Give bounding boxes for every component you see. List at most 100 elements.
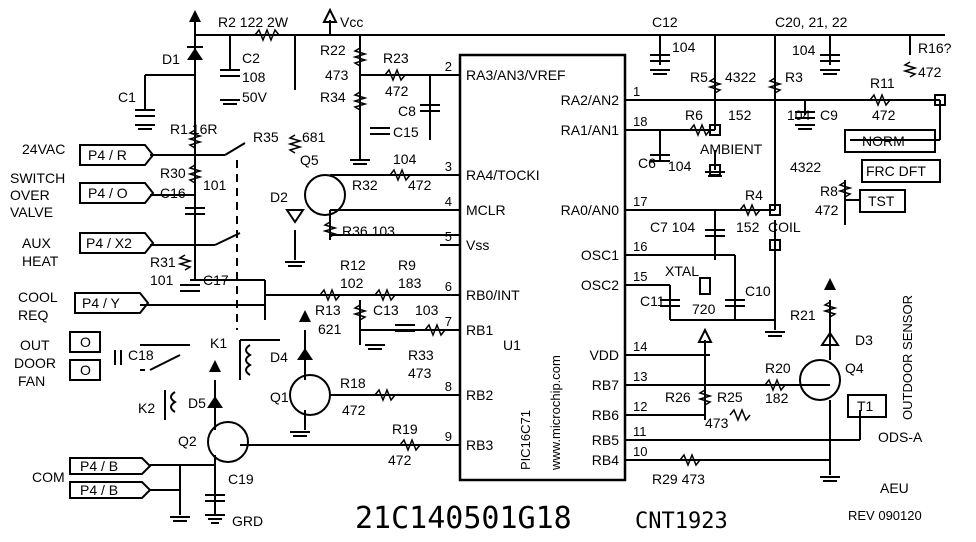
ic-manufacturer: www.microchip.com <box>548 355 563 471</box>
diode-d2 <box>285 209 305 224</box>
label-r22-value: 473 <box>325 67 349 83</box>
label-r3: R3 <box>785 69 803 85</box>
label-c15: C15 <box>393 124 419 140</box>
label-d3: D3 <box>855 332 873 348</box>
button-tst: TST <box>868 193 895 209</box>
label-c17: C17 <box>203 272 229 288</box>
label-r13: R13 <box>315 302 341 318</box>
label-out: OUT <box>20 337 50 353</box>
label-door: DOOR <box>14 355 56 371</box>
ic-pin-label: MCLR <box>466 202 506 218</box>
label-q5: Q5 <box>300 152 319 168</box>
label-c6-value: 104 <box>668 158 692 174</box>
ic-pin-label: RB5 <box>592 432 619 448</box>
ic-pin-number: 10 <box>633 444 647 459</box>
diode-d1 <box>187 48 203 60</box>
ic-pin-label: RB6 <box>592 407 619 423</box>
label-over: OVER <box>10 187 50 203</box>
transistor-q1 <box>289 374 331 416</box>
label-r11-value: 472 <box>872 107 896 123</box>
label-d5: D5 <box>188 395 206 411</box>
ic-pin-label: RA2/AN2 <box>561 92 620 108</box>
label-c8: C8 <box>398 103 416 119</box>
label-r23: R23 <box>383 50 409 66</box>
label-c2-value: 108 <box>242 69 266 85</box>
label-fan: FAN <box>18 373 45 389</box>
ic-pin-label: RA1/AN1 <box>561 122 620 138</box>
label-vcc: Vcc <box>340 14 363 30</box>
label-r35-value: 681 <box>302 129 326 145</box>
label-r30: R30 <box>160 165 186 181</box>
ic-pin-label: RB1 <box>466 322 493 338</box>
ic-pin-number: 16 <box>633 239 647 254</box>
label-cool: COOL <box>18 289 58 305</box>
ic-pin-labels: 2RA3/AN3/VREF3RA4/TOCKI4MCLR5Vss6RB0/INT… <box>445 59 648 468</box>
label-r11: R11 <box>870 75 895 91</box>
label-r4: R4 <box>745 187 763 203</box>
ic-pin-number: 5 <box>445 229 452 244</box>
wires <box>140 18 945 515</box>
label-r9-value: 183 <box>398 275 422 291</box>
labels: R2 122 2W Vcc C12 C20, 21, 22 R16? 472 D… <box>10 14 952 536</box>
ic-pin-label: RB0/INT <box>466 287 520 303</box>
label-q4: Q4 <box>845 360 864 376</box>
label-r26: R26 <box>665 389 691 405</box>
label-r8-value: 472 <box>815 202 839 218</box>
label-c13-value: 103 <box>415 302 439 318</box>
label-r2: R2 122 2W <box>218 14 289 30</box>
label-r12-value: 102 <box>340 275 364 291</box>
label-xtal: XTAL <box>665 263 699 279</box>
label-r9: R9 <box>398 257 416 273</box>
ic-pin-number: 18 <box>633 114 647 129</box>
label-c20-value: 104 <box>792 42 816 58</box>
label-cnt: CNT1923 <box>635 509 728 534</box>
label-com: COM <box>32 469 65 485</box>
diode-d5 <box>207 396 223 408</box>
transistor-q2 <box>207 421 249 463</box>
label-c16: C16 <box>160 185 186 201</box>
label-r5: R5 <box>690 69 708 85</box>
relay-coil-k1 <box>245 344 252 376</box>
diode-d4 <box>297 348 313 360</box>
crystal-xtal <box>699 277 711 295</box>
label-r22: R22 <box>320 42 346 58</box>
label-r32-value: 472 <box>408 177 432 193</box>
ic-pin-number: 4 <box>445 194 452 209</box>
label-c1: C1 <box>118 89 136 105</box>
board-part-number: 21C140501G18 <box>355 501 572 536</box>
connector-shapes <box>69 129 941 499</box>
ic-pin-number: 6 <box>445 279 452 294</box>
label-r20-value: 182 <box>765 390 789 406</box>
label-c12: C12 <box>652 14 678 30</box>
label-heat: HEAT <box>22 253 59 269</box>
ic-pin-number: 9 <box>445 429 452 444</box>
label-c18: C18 <box>128 347 154 363</box>
label-r21: R21 <box>790 307 816 323</box>
ic-pin-label: VDD <box>589 347 619 363</box>
capacitor-symbols <box>114 54 840 502</box>
label-r35: R35 <box>253 129 279 145</box>
label-r18: R18 <box>340 375 366 391</box>
label-c9-value: 104 <box>787 107 811 123</box>
label-k1: K1 <box>210 335 227 351</box>
label-r12: R12 <box>340 257 366 273</box>
label-d2: D2 <box>270 189 288 205</box>
label-r6-value: 152 <box>728 107 752 123</box>
label-grd: GRD <box>232 513 263 529</box>
ic-pin-label: RB4 <box>592 452 619 468</box>
label-r34: R34 <box>320 89 346 105</box>
label-r20: R20 <box>765 360 791 376</box>
label-r18-value: 472 <box>342 402 366 418</box>
label-r13-value: 621 <box>318 321 342 337</box>
label-r1: R1 16R <box>170 121 217 137</box>
connector-p4y: P4 / Y <box>82 295 121 311</box>
label-r32-cap: 104 <box>393 151 417 167</box>
led-d3 <box>820 331 840 346</box>
ic-pin-number: 13 <box>633 369 647 384</box>
label-r31-value: 101 <box>150 272 174 288</box>
label-c13: C13 <box>373 302 399 318</box>
ic-pin-label: OSC1 <box>581 247 619 263</box>
label-revision: REV 090120 <box>848 508 922 523</box>
label-c10: C10 <box>745 283 771 299</box>
ic-u1-body <box>458 53 627 482</box>
